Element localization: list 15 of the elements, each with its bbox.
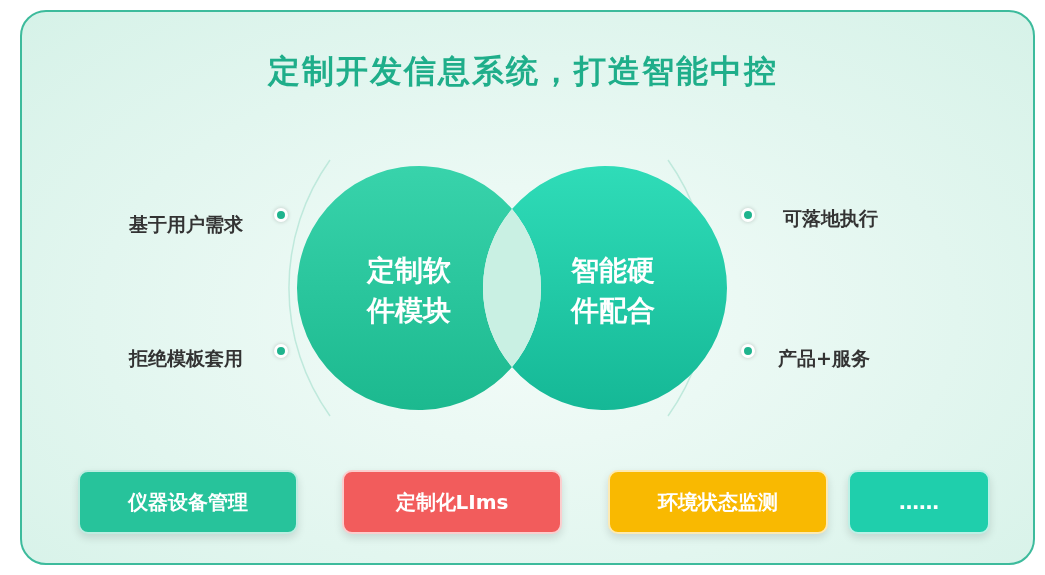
tag-card	[848, 470, 990, 534]
tag-text: ……	[899, 490, 939, 514]
title: 定制开发信息系统，打造智能中控	[266, 51, 779, 92]
tag-text: 仪器设备管理	[128, 488, 248, 516]
tag-card	[342, 470, 562, 534]
tag-card	[78, 470, 298, 534]
tag-text: 环境状态监测	[658, 488, 778, 516]
tag-text: 定制化LIms	[395, 488, 509, 516]
side-label: 可落地执行	[783, 206, 878, 231]
circle-label: 智能硬件配合	[571, 254, 655, 327]
side-label: 产品+服务	[778, 346, 870, 371]
side-label: 基于用户需求	[129, 212, 243, 237]
side-label: 拒绝模板套用	[129, 346, 243, 371]
circle-label: 定制软件模块	[367, 254, 451, 327]
tag-card	[608, 470, 828, 534]
